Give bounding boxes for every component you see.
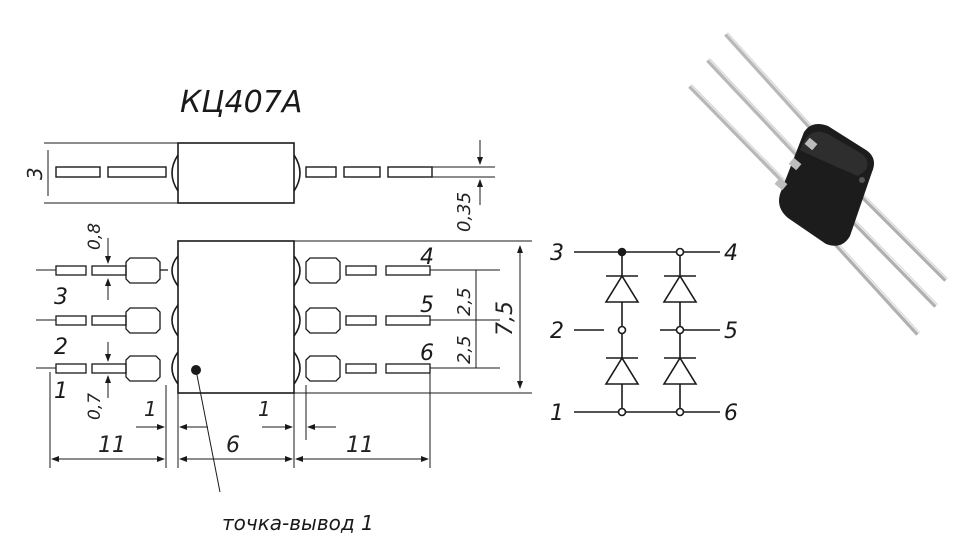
dim-body-width: 6 — [226, 433, 240, 458]
dim-pitch-a: 2,5 — [454, 287, 475, 316]
diode-left-bottom — [604, 356, 640, 385]
side-view-body — [177, 142, 295, 204]
dim-side-height: 3 — [23, 167, 47, 180]
dim-lead-thickness: 0,35 — [454, 192, 475, 232]
diode-left-top — [604, 274, 640, 303]
sch-pin-3: 3 — [550, 241, 564, 266]
sch-pin-5: 5 — [724, 319, 738, 344]
sch-pin-1: 1 — [550, 401, 564, 426]
pin-label-3: 3 — [54, 285, 68, 310]
dim-gap-right: 1 — [258, 397, 271, 421]
dim-gap-left: 1 — [144, 397, 157, 421]
dim-lead-len-right: 11 — [346, 433, 374, 458]
pin-label-4: 4 — [420, 245, 434, 270]
component-title: КЦ407А — [180, 85, 302, 120]
schematic — [574, 247, 720, 417]
pin-label-2: 2 — [54, 335, 68, 360]
sch-pin-2: 2 — [550, 319, 564, 344]
side-view — [44, 140, 495, 205]
dim-lead-width-top: 0,8 — [85, 223, 105, 250]
photo-pin1-dot — [859, 177, 865, 183]
dim-lead-width-bottom: 0,7 — [85, 393, 105, 420]
diode-right-bottom — [662, 356, 698, 385]
dim-lead-len-left: 11 — [98, 433, 126, 458]
dim-pitch-b: 2,5 — [454, 335, 475, 364]
sch-pin-4: 4 — [724, 241, 738, 266]
pin-label-6: 6 — [420, 341, 434, 366]
plan-view-body — [177, 240, 295, 394]
sch-pin-6: 6 — [724, 401, 738, 426]
component-photo — [688, 32, 948, 336]
pin1-dot — [191, 365, 201, 375]
pin1-note: точка-вывод 1 — [222, 511, 374, 535]
diode-right-top — [662, 274, 698, 303]
pin-label-1: 1 — [54, 379, 68, 404]
dim-body-height: 7,5 — [493, 301, 518, 336]
pin-label-5: 5 — [420, 293, 434, 318]
plan-view — [36, 238, 532, 493]
